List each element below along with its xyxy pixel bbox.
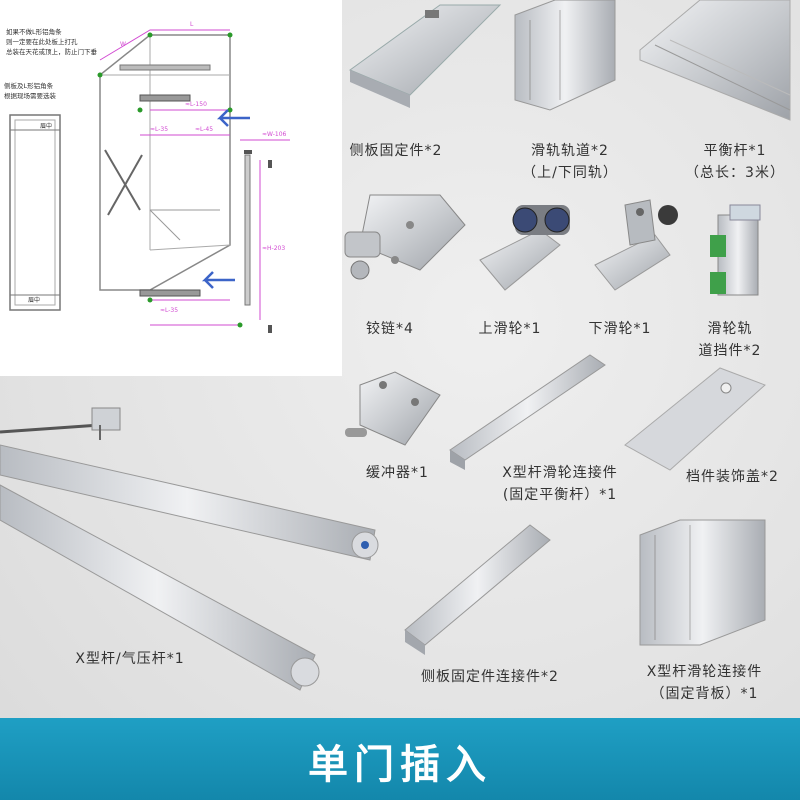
- diagram-note-top-3: 总装在天花或顶上，防止门下垂: [6, 47, 98, 56]
- diagram-note-left-1: 侧板及L形铝角条: [4, 81, 54, 90]
- side-fixer-image: [348, 4, 502, 108]
- banner-title: 单门插入: [308, 742, 492, 788]
- label-balance-bar-line1: 平衡杆*1: [703, 143, 767, 159]
- label-rail-stopper: 滑轮轨 道挡件*2: [675, 318, 785, 362]
- side-fixer-connector-image: [404, 524, 551, 655]
- label-slide-rail: 滑轨轨道*2 （上/下同轨）: [505, 140, 635, 184]
- label-slide-rail-line2: （上/下同轨）: [522, 165, 618, 181]
- label-balance-bar: 平衡杆*1 （总长：3米）: [675, 140, 795, 184]
- label-x-bar-pulley-connector-back-line2: （固定背板）*1: [650, 686, 759, 702]
- label-rail-stopper-line2: 道挡件*2: [698, 343, 762, 359]
- label-buffer: 缓冲器*1: [366, 465, 429, 481]
- dim-l-45: ≈L-45: [195, 126, 213, 133]
- hinge-image: [344, 194, 466, 280]
- label-x-bar-pulley-connector-balance-line2: (固定平衡杆）*1: [502, 487, 618, 503]
- label-lower-pulley: 下滑轮*1: [588, 321, 652, 337]
- diagram-note-left-2: 根据现场需要选装: [4, 91, 57, 100]
- label-upper-pulley: 上滑轮*1: [478, 321, 542, 337]
- x-bar-pulley-connector-balance-image: [449, 354, 606, 470]
- dim-l: L: [190, 21, 194, 28]
- dim-l-35-top: ≈L-35: [150, 126, 168, 133]
- stopper-cover-image: [624, 367, 766, 471]
- diagram-label-top: 眉中: [40, 122, 52, 130]
- label-hinge: 铰链*4: [366, 321, 414, 337]
- cabinet-drawing: 如果不做L形铝角条 则一定要在此处板上打孔 总装在天花或顶上，防止门下垂 侧板及…: [4, 21, 290, 333]
- slide-rail-image: [514, 0, 616, 111]
- diagram-note-top-2: 则一定要在此处板上打孔: [6, 37, 78, 46]
- label-x-bar-pulley-connector-balance-line1: X型杆滑轮连接件: [502, 465, 618, 481]
- label-x-bar: X型杆/气压杆*1: [75, 651, 185, 667]
- label-x-bar-pulley-connector-back-line1: X型杆滑轮连接件: [646, 664, 763, 680]
- x-bar-image: [0, 407, 379, 691]
- label-stopper-cover: 档件装饰盖*2: [686, 469, 779, 485]
- lower-pulley-image: [594, 199, 678, 291]
- balance-bar-image: [639, 0, 791, 121]
- dim-w: W: [120, 41, 126, 48]
- dim-l-35-bottom: ≈L-35: [160, 307, 178, 314]
- rail-stopper-image: [710, 204, 761, 296]
- installation-diagram: 如果不做L形铝角条 则一定要在此处板上打孔 总装在天花或顶上，防止门下垂 侧板及…: [0, 0, 342, 376]
- label-slide-rail-line1: 滑轨轨道*2: [531, 143, 609, 159]
- label-side-fixer-connector: 侧板固定件连接件*2: [421, 669, 559, 685]
- parts-illustrations: [0, 0, 791, 691]
- dim-w-106: ≈W-106: [262, 131, 287, 138]
- x-bar-pulley-connector-back-image: [639, 519, 766, 646]
- label-side-fixer: 侧板固定件*2: [349, 143, 443, 159]
- label-balance-bar-line2: （总长：3米）: [685, 165, 785, 181]
- diagram-note-top-1: 如果不做L形铝角条: [6, 27, 62, 36]
- label-rail-stopper-line1: 滑轮轨: [707, 321, 753, 337]
- label-x-bar-pulley-connector-back: X型杆滑轮连接件 （固定背板）*1: [622, 661, 787, 705]
- diagram-label-bottom: 眉中: [28, 296, 40, 304]
- buffer-image: [345, 371, 441, 446]
- dim-h-203: ≈H-203: [262, 245, 285, 252]
- dim-l-150: ≈L-150: [185, 101, 207, 108]
- title-banner: 单门插入: [0, 718, 800, 800]
- upper-pulley-image: [479, 205, 570, 291]
- label-x-bar-pulley-connector-balance: X型杆滑轮连接件 (固定平衡杆）*1: [480, 462, 640, 506]
